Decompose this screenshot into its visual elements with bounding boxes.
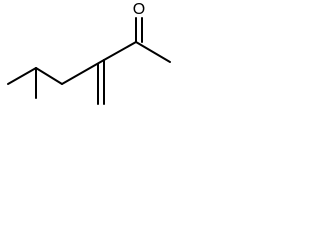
bond-c2-ch3 <box>135 41 171 63</box>
molecule-structure: O <box>7 1 171 105</box>
oxygen-atom-label: O <box>133 1 145 18</box>
bond-ch-ch2 <box>35 67 63 85</box>
bond-ch3-left <box>7 67 37 85</box>
bond-c3-c2 <box>103 41 137 61</box>
structure-canvas: O <box>0 0 180 112</box>
